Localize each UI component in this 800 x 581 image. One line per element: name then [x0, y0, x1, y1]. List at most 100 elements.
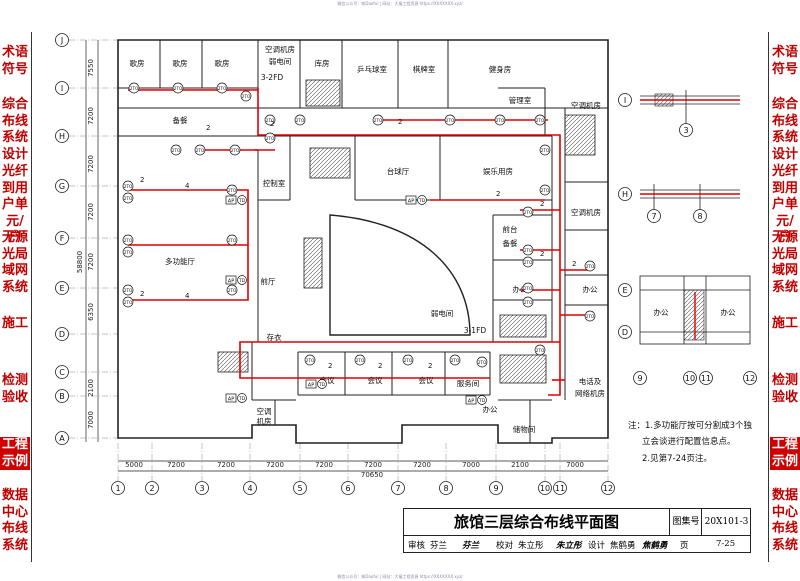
- svg-text:TD: TD: [238, 396, 246, 402]
- detail-col-bubble: 7: [647, 209, 661, 223]
- svg-text:I: I: [624, 96, 626, 105]
- svg-text:11: 11: [555, 484, 565, 493]
- svg-text:3: 3: [199, 484, 204, 493]
- tab-examples-right[interactable]: 工程示例: [770, 437, 800, 470]
- outlet-2to: 2TO: [122, 234, 134, 246]
- checker-name: 朱立彤: [518, 541, 544, 551]
- col-axis-bubble: 2: [145, 481, 159, 495]
- col-axis-bubble: 12: [601, 481, 615, 495]
- room-label: 多功能厅: [165, 256, 195, 266]
- cable-count: 4: [185, 182, 190, 190]
- tab-testing-right[interactable]: 检测验收: [771, 373, 798, 405]
- room-label: 空调: [257, 406, 272, 416]
- row-axis-bubble: C: [55, 365, 69, 379]
- outlet-2to: 2TO: [170, 144, 182, 156]
- room-label: 会议: [320, 375, 335, 385]
- information-outlets: 2TO 2TO 2TO 2TO 2TO 2TO 2TO 2TO 2TO 2TO 2TO 2TO 2TO 2…: [122, 82, 596, 405]
- room-label: 歌房: [130, 58, 145, 68]
- review-label: 审核: [408, 541, 426, 551]
- room-label: 电话及: [579, 376, 602, 386]
- row-axis-bubble: A: [55, 431, 69, 445]
- tab-construction-right[interactable]: 施工: [771, 316, 798, 331]
- outlet-2to: 2TO: [494, 114, 506, 126]
- col-axis-bubble: 3: [195, 481, 209, 495]
- svg-text:2TO: 2TO: [231, 148, 240, 153]
- row-axis-bubble: E: [55, 281, 69, 295]
- svg-text:1: 1: [115, 484, 120, 493]
- detail-col-bubble: 8: [693, 209, 707, 223]
- tab-datacenter-right[interactable]: 数据中心布线系统: [771, 488, 798, 553]
- col-axis-bubble: 11: [553, 481, 567, 495]
- dim-label: 7200: [87, 253, 95, 271]
- room-label: 乒乓球室: [357, 64, 387, 74]
- svg-text:C: C: [59, 368, 65, 377]
- svg-text:2TO: 2TO: [196, 148, 205, 153]
- svg-text:2TO: 2TO: [586, 264, 595, 269]
- room-label: 前厅: [261, 276, 276, 286]
- right-tab-divider: [768, 32, 769, 562]
- outlet-2to: 2TO: [522, 282, 534, 294]
- cable-count: 2: [140, 176, 144, 184]
- tab-examples[interactable]: 工程示例: [0, 437, 30, 470]
- outlet-2to: 2TO: [354, 354, 366, 366]
- svg-text:2TO: 2TO: [218, 86, 227, 91]
- svg-text:2TO: 2TO: [586, 314, 595, 319]
- detail-row-bubble: I: [618, 93, 632, 107]
- tab-generic-cabling-right[interactable]: 综合布线系统设计: [771, 97, 798, 162]
- tab-datacenter[interactable]: 数据中心布线系统: [1, 488, 28, 553]
- svg-text:TD: TD: [318, 382, 326, 388]
- svg-text:2TO: 2TO: [478, 360, 487, 365]
- svg-text:AP: AP: [228, 279, 234, 285]
- room-label: 服务间: [457, 378, 480, 388]
- svg-text:2TO: 2TO: [541, 188, 550, 193]
- tab-generic-cabling[interactable]: 综合布线系统设计: [1, 97, 28, 162]
- svg-text:2TO: 2TO: [451, 358, 460, 363]
- designer-name: 焦鹤勇: [610, 541, 636, 551]
- outlet-2to: 2TO: [372, 114, 384, 126]
- outlet-2to: 2TO: [172, 82, 184, 94]
- fd-label: 3-1FD: [464, 326, 487, 335]
- design-label: 设计: [588, 541, 606, 551]
- svg-text:10: 10: [685, 374, 695, 383]
- detail-col-bubble: 10: [683, 371, 697, 385]
- svg-text:2TO: 2TO: [174, 86, 183, 91]
- tab-terms[interactable]: 术语符号: [1, 45, 28, 77]
- cable-count: 2: [328, 362, 332, 370]
- tab-construction[interactable]: 施工: [1, 316, 28, 331]
- svg-text:G: G: [59, 182, 65, 191]
- room-label: 娱乐用房: [483, 166, 513, 176]
- svg-text:2TO: 2TO: [541, 148, 550, 153]
- room-label: 备餐: [173, 115, 188, 125]
- room-label: 空调机房: [571, 207, 601, 217]
- col-axis-bubble: 1: [111, 481, 125, 495]
- tab-pon-right[interactable]: 无源光局域网系统: [771, 230, 798, 295]
- tab-pon[interactable]: 无源光局域网系统: [1, 230, 28, 295]
- outlet-2to: 2TO: [402, 354, 414, 366]
- drawing-title: 旅馆三层综合布线平面图: [404, 509, 670, 536]
- svg-text:4: 4: [247, 484, 252, 493]
- room-label: 备餐: [503, 238, 518, 248]
- svg-text:2TO: 2TO: [130, 86, 139, 91]
- tab-fttx-right[interactable]: 光纤到用户单元/户: [771, 164, 798, 245]
- bottom-dimension-lines: [118, 460, 608, 472]
- room-label: 歌房: [215, 58, 230, 68]
- cable-count: 2: [428, 362, 432, 370]
- svg-text:2TO: 2TO: [124, 288, 133, 293]
- room-label: 办公: [513, 284, 528, 294]
- tab-terms-right[interactable]: 术语符号: [771, 45, 798, 77]
- svg-text:AP: AP: [228, 199, 234, 205]
- tab-fttx[interactable]: 光纤到用户单元/户: [1, 164, 28, 245]
- room-label: 储物间: [513, 424, 536, 434]
- svg-text:2TO: 2TO: [242, 94, 251, 99]
- svg-text:2TO: 2TO: [228, 188, 237, 193]
- svg-text:3: 3: [683, 126, 688, 135]
- cable-count: 2: [206, 124, 210, 132]
- tab-testing[interactable]: 检测验收: [1, 373, 28, 405]
- outlet-2to: 2TO: [194, 144, 206, 156]
- dim-label: 2100: [511, 461, 529, 469]
